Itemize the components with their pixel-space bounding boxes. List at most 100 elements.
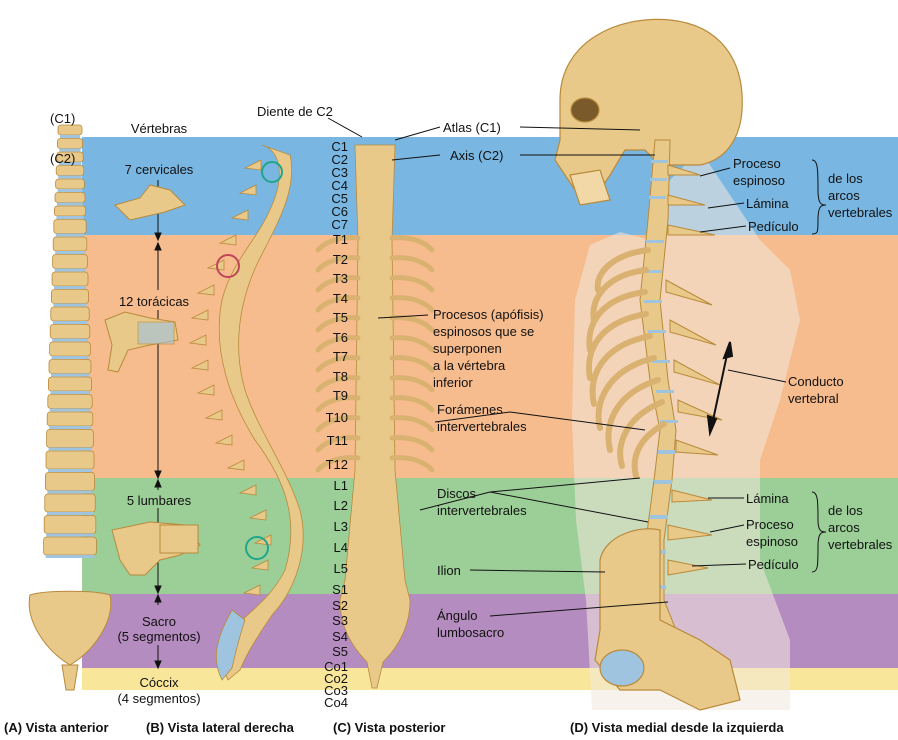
lateral-spinous-process — [196, 384, 215, 396]
posterior-rib-stub — [315, 395, 361, 413]
anterior-disc — [46, 533, 94, 537]
posterior-rib-stub — [315, 355, 361, 373]
posterior-rib-stub — [315, 295, 361, 313]
region-arrows — [154, 180, 162, 670]
spinous-label-1: Procesos (apófisis) — [433, 307, 544, 322]
anterior-vertebra — [43, 515, 97, 534]
anterior-c2-label: (C2) — [50, 151, 76, 166]
posterior-level-t12: T12 — [325, 457, 348, 472]
bottom-pedicle-label: Pedículo — [748, 557, 799, 572]
cervical-label: 7 cervicales — [124, 162, 194, 177]
posterior-level-co4: Co4 — [324, 695, 348, 710]
posterior-level-s2: S2 — [332, 598, 348, 613]
lateral-ring-thoracic — [216, 254, 240, 278]
posterior-rib-stub — [389, 315, 435, 333]
angle-label-1: Ángulo — [437, 608, 478, 623]
top-pedicle-label: Pedículo — [748, 219, 799, 234]
posterior-level-l3: L3 — [333, 519, 348, 534]
axis-label: Axis (C2) — [450, 148, 504, 163]
posterior-level-s5: S5 — [332, 644, 348, 659]
pelvis — [594, 528, 741, 711]
anterior-disc — [50, 391, 90, 394]
lateral-spinous-process — [214, 434, 233, 446]
posterior-level-co3: Co3 — [324, 683, 348, 698]
anterior-disc — [56, 216, 84, 219]
anterior-disc — [54, 286, 86, 289]
vertebras-header: Vértebras — [130, 121, 188, 136]
cervical-band — [82, 137, 898, 235]
spinous-label-5: inferior — [433, 375, 473, 390]
bottom-arch-label-2: arcos — [828, 520, 860, 535]
posterior-rib-stub — [389, 435, 435, 453]
posterior-level-t11: T11 — [326, 433, 348, 448]
posterior-level-c4: C4 — [331, 178, 348, 193]
posterior-rib-stub — [315, 235, 361, 253]
posterior-level-co1: Co1 — [324, 659, 348, 674]
anterior-vertebra — [45, 450, 95, 470]
anterior-vertebra — [52, 254, 88, 269]
caption-posterior: (C) Vista posterior — [333, 720, 446, 735]
posterior-rib-stub — [389, 275, 435, 293]
sacrum-label-1: Sacro — [142, 614, 176, 629]
posterior-level-t9: T9 — [332, 388, 348, 403]
anterior-disc — [48, 469, 92, 472]
anterior-disc — [51, 356, 89, 359]
anterior-vertebra — [51, 271, 89, 287]
lateral-spinous-process — [242, 584, 261, 596]
posterior-level-c2: C2 — [331, 152, 348, 167]
posterior-level-t10: T10 — [325, 410, 348, 425]
posterior-spine — [315, 144, 435, 689]
posterior-level-t8: T8 — [332, 369, 348, 384]
posterior-rib-stub — [315, 435, 361, 453]
lateral-ring-lumbar — [245, 536, 269, 560]
skull — [554, 18, 743, 206]
posterior-level-co2: Co2 — [324, 671, 348, 686]
foramina-label-1: Forámenes — [437, 402, 503, 417]
lateral-spinous-process — [250, 559, 269, 571]
anterior-vertebra — [46, 429, 94, 448]
atlas-label: Atlas (C1) — [443, 120, 501, 135]
anterior-vertebra — [55, 178, 85, 190]
anterior-vertebra — [53, 219, 87, 234]
anterior-disc — [55, 233, 85, 237]
bottom-lamina-label: Lámina — [746, 491, 789, 506]
posterior-rib-stub — [389, 335, 435, 353]
anterior-vertebra — [43, 536, 97, 556]
dens-label: Diente de C2 — [257, 104, 333, 119]
anterior-c1-label: (C1) — [50, 111, 76, 126]
anterior-disc — [45, 555, 95, 558]
posterior-level-t5: T5 — [332, 310, 348, 325]
posterior-level-s1: S1 — [332, 582, 348, 597]
angle-label-2: lumbosacro — [437, 625, 505, 640]
medial-spinous-processes — [665, 164, 723, 576]
coccyx-label-2: (4 segmentos) — [117, 691, 201, 706]
anterior-disc — [48, 447, 92, 451]
posterior-rib-stub — [315, 315, 361, 333]
anterior-vertebra — [57, 138, 84, 149]
anterior-disc — [52, 321, 88, 324]
top-spinous-label-2: espinoso — [733, 173, 786, 188]
thoracic-label: 12 torácicas — [118, 294, 190, 309]
anterior-disc — [53, 303, 87, 307]
bottom-arch-label-3: vertebrales — [828, 537, 893, 552]
posterior-level-l2: L2 — [333, 498, 348, 513]
anterior-vertebra — [49, 324, 91, 339]
posterior-rib-stub — [315, 255, 361, 273]
lateral-spinous-process — [204, 409, 223, 421]
anterior-disc — [52, 338, 88, 342]
ribs — [586, 247, 667, 479]
anterior-vertebra — [51, 289, 90, 304]
spinous-label-2: espinosos que se — [433, 324, 535, 339]
bottom-spinous-label-1: Proceso — [746, 517, 794, 532]
posterior-level-c3: C3 — [331, 165, 348, 180]
lateral-spinous-process — [230, 209, 249, 221]
posterior-level-l4: L4 — [333, 540, 348, 555]
posterior-level-l5: L5 — [333, 561, 348, 576]
anterior-vertebra — [46, 411, 94, 427]
spinous-label-3: superponen — [433, 341, 502, 356]
lateral-spinous-process — [190, 309, 209, 321]
anterior-disc — [54, 268, 86, 272]
anterior-disc — [46, 512, 94, 515]
posterior-rib-stub — [315, 275, 361, 293]
coccyx-label-1: Cóccix — [139, 675, 179, 690]
